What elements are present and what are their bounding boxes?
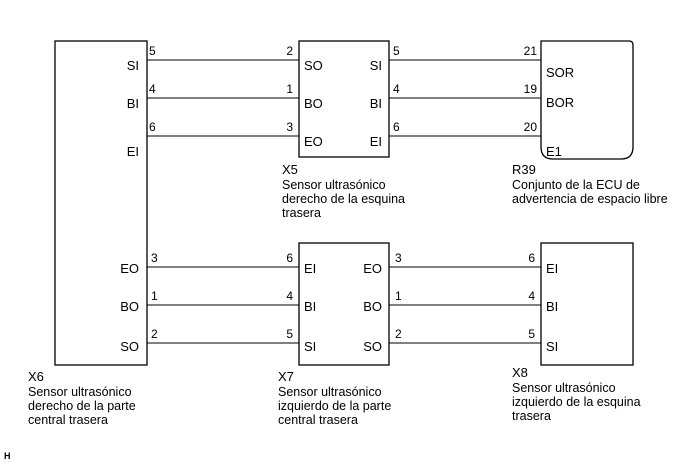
x6-box bbox=[54, 40, 148, 366]
pin-number: 5 bbox=[149, 44, 156, 58]
x6-desc-line: Sensor ultrasónico bbox=[28, 385, 132, 399]
pin-number: 2 bbox=[151, 327, 158, 341]
x8-pin-ei: EI bbox=[546, 261, 558, 276]
pin-number: 21 bbox=[524, 44, 538, 58]
x6-desc-line: derecho de la parte bbox=[28, 399, 136, 413]
x5-desc-line: derecho de la esquina bbox=[282, 192, 405, 206]
r39-pin-sor: SOR bbox=[546, 65, 574, 80]
x5-pin-ei: EI bbox=[370, 134, 382, 149]
x7-code: X7 bbox=[278, 369, 294, 384]
x6-pin-bi: BI bbox=[127, 96, 139, 111]
pin-number: 5 bbox=[528, 327, 535, 341]
footer-mark: H bbox=[4, 451, 11, 461]
x7-desc-line: central trasera bbox=[278, 413, 358, 427]
x6-pin-eo: EO bbox=[120, 261, 139, 276]
x7-box bbox=[298, 242, 390, 366]
x7-pin-eo: EO bbox=[363, 261, 382, 276]
pin-number: 4 bbox=[286, 289, 293, 303]
x7-pin-bo: BO bbox=[363, 299, 382, 314]
pin-number: 6 bbox=[393, 120, 400, 134]
pin-number: 5 bbox=[286, 327, 293, 341]
x5-pin-eo: EO bbox=[304, 134, 323, 149]
x6-pin-ei: EI bbox=[127, 144, 139, 159]
pin-number: 3 bbox=[286, 120, 293, 134]
pin-number: 1 bbox=[151, 289, 158, 303]
x8-desc-line: izquierdo de la esquina bbox=[512, 395, 641, 409]
x7-desc-line: izquierdo de la parte bbox=[278, 399, 391, 413]
pin-number: 4 bbox=[393, 82, 400, 96]
pin-number: 20 bbox=[524, 120, 538, 134]
x8-pin-si: SI bbox=[546, 339, 558, 354]
x8-box bbox=[540, 242, 634, 366]
x5-code: X5 bbox=[282, 162, 298, 177]
pin-number: 4 bbox=[149, 82, 156, 96]
x7-pin-si: SI bbox=[304, 339, 316, 354]
x5-pin-si: SI bbox=[370, 58, 382, 73]
x5-pin-so: SO bbox=[304, 58, 323, 73]
pin-number: 6 bbox=[528, 251, 535, 265]
pin-number: 1 bbox=[395, 289, 402, 303]
pin-number: 6 bbox=[149, 120, 156, 134]
x8-pin-bi: BI bbox=[546, 299, 558, 314]
r39-desc-line: advertencia de espacio libre bbox=[512, 192, 668, 206]
x7-pin-so: SO bbox=[363, 339, 382, 354]
x5-desc-line: Sensor ultrasónico bbox=[282, 178, 386, 192]
x8-desc-line: Sensor ultrasónico bbox=[512, 381, 616, 395]
x5-pin-bi: BI bbox=[370, 96, 382, 111]
pin-number: 2 bbox=[395, 327, 402, 341]
r39-box bbox=[540, 40, 634, 160]
x5-desc-line: trasera bbox=[282, 206, 321, 220]
pin-number: 4 bbox=[528, 289, 535, 303]
x7-pin-ei: EI bbox=[304, 261, 316, 276]
x6-desc-line: central trasera bbox=[28, 413, 108, 427]
x5-pin-bo: BO bbox=[304, 96, 323, 111]
r39-code: R39 bbox=[512, 162, 536, 177]
r39-pin-bor: BOR bbox=[546, 95, 574, 110]
x5-box bbox=[298, 40, 390, 158]
x7-desc-line: Sensor ultrasónico bbox=[278, 385, 382, 399]
x6-pin-so: SO bbox=[120, 339, 139, 354]
r39-pin-e1: E1 bbox=[546, 144, 562, 159]
x6-code: X6 bbox=[28, 369, 44, 384]
x8-code: X8 bbox=[512, 365, 528, 380]
pin-number: 1 bbox=[286, 82, 293, 96]
x7-pin-bi: BI bbox=[304, 299, 316, 314]
r39-desc-line: Conjunto de la ECU de bbox=[512, 178, 640, 192]
pin-number: 2 bbox=[286, 44, 293, 58]
pin-number: 6 bbox=[286, 251, 293, 265]
pin-number: 19 bbox=[524, 82, 538, 96]
x6-pin-si: SI bbox=[127, 58, 139, 73]
pin-number: 3 bbox=[395, 251, 402, 265]
pin-number: 3 bbox=[151, 251, 158, 265]
x6-pin-bo: BO bbox=[120, 299, 139, 314]
pin-number: 5 bbox=[393, 44, 400, 58]
x8-desc-line: trasera bbox=[512, 409, 551, 423]
